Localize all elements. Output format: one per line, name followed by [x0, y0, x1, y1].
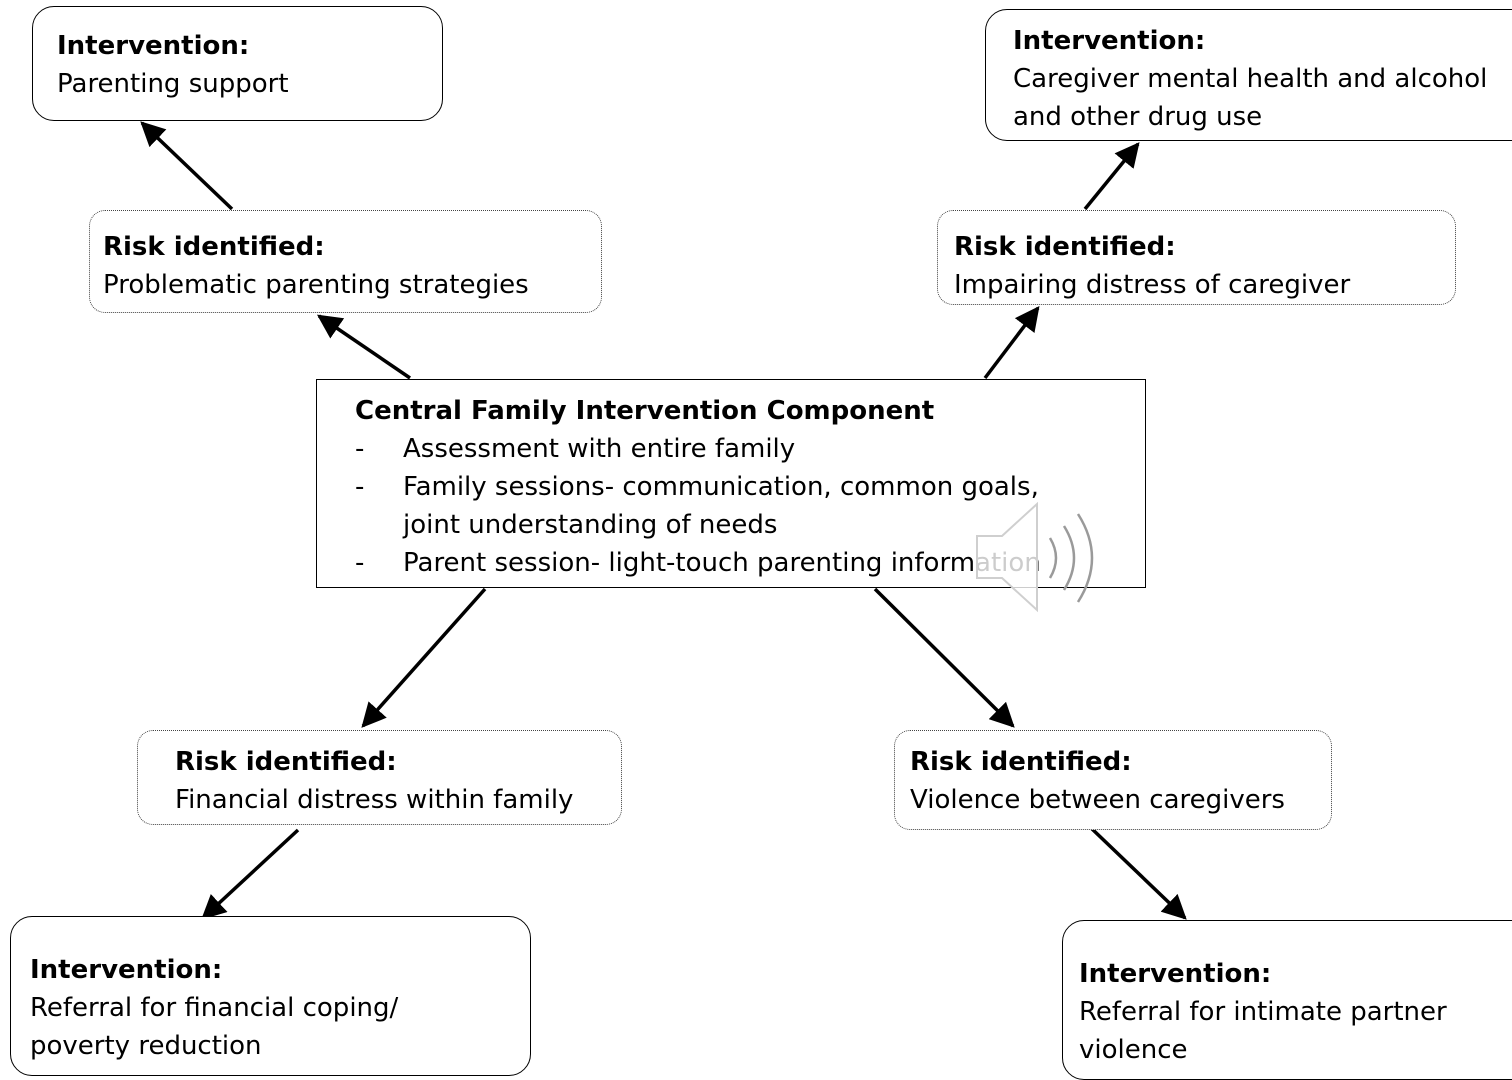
intervention-text: Parenting support [57, 69, 289, 99]
arrow-central-to-risk-tl [316, 314, 411, 380]
risk-text: Problematic parenting strategies [103, 270, 529, 300]
arrow-central-to-risk-br [873, 587, 1015, 728]
intervention-heading: Intervention: [1013, 26, 1206, 56]
intervention-heading: Intervention: [1079, 959, 1272, 989]
risk-box-parenting-strategies: Risk identified: Problematic parenting s… [89, 210, 602, 313]
central-bullet: -Assessment with entire family [355, 434, 796, 464]
central-bullet-text: Assessment with entire family [403, 434, 796, 464]
risk-heading: Risk identified: [103, 232, 325, 262]
intervention-box-financial-coping: Intervention: Referral for financial cop… [10, 916, 531, 1076]
risk-box-financial-distress: Risk identified: Financial distress with… [137, 730, 622, 825]
arrow-central-to-risk-bl [361, 587, 487, 728]
risk-box-caregiver-violence: Risk identified: Violence between caregi… [894, 730, 1332, 830]
arrow-risk-tr-to-intervention-tr [1083, 142, 1140, 211]
speaker-icon[interactable] [972, 498, 1122, 622]
risk-heading: Risk identified: [910, 747, 1132, 777]
intervention-text-line2: violence [1079, 1035, 1188, 1065]
intervention-heading: Intervention: [30, 955, 223, 985]
arrow-risk-bl-to-intervention-bl [201, 828, 300, 920]
risk-text: Financial distress within family [175, 785, 574, 815]
intervention-box-partner-violence: Intervention: Referral for intimate part… [1062, 920, 1512, 1080]
central-bullet: -Family sessions- communication, common … [355, 472, 1039, 540]
intervention-text-line1: Referral for intimate partner [1079, 997, 1447, 1027]
risk-heading: Risk identified: [175, 747, 397, 777]
arrow-risk-tl-to-intervention-tl [140, 121, 234, 211]
central-component-box: Central Family Intervention Component -A… [316, 379, 1146, 588]
risk-box-caregiver-distress: Risk identified: Impairing distress of c… [937, 210, 1456, 305]
intervention-box-parenting-support: Intervention: Parenting support [32, 6, 443, 121]
intervention-text-line2: poverty reduction [30, 1031, 262, 1061]
central-title: Central Family Intervention Component [355, 396, 935, 426]
risk-text: Impairing distress of caregiver [954, 270, 1351, 300]
intervention-heading: Intervention: [57, 31, 250, 61]
central-bullet: -Parent session- light-touch parenting i… [355, 548, 1041, 578]
intervention-text-line1: Referral for financial coping/ [30, 993, 399, 1023]
central-bullet-list: -Assessment with entire family -Family s… [355, 430, 1145, 582]
arrow-risk-br-to-intervention-br [1088, 825, 1187, 920]
arrow-central-to-risk-tr [983, 306, 1040, 380]
risk-heading: Risk identified: [954, 232, 1176, 262]
intervention-text-line2: and other drug use [1013, 102, 1263, 132]
central-bullet-text: Family sessions- communication, common g… [403, 472, 1039, 540]
risk-text: Violence between caregivers [910, 785, 1285, 815]
central-bullet-text: Parent session- light-touch parenting in… [403, 548, 1041, 578]
intervention-text-line1: Caregiver mental health and alcohol [1013, 64, 1488, 94]
intervention-box-caregiver-mental-health: Intervention: Caregiver mental health an… [985, 9, 1512, 141]
